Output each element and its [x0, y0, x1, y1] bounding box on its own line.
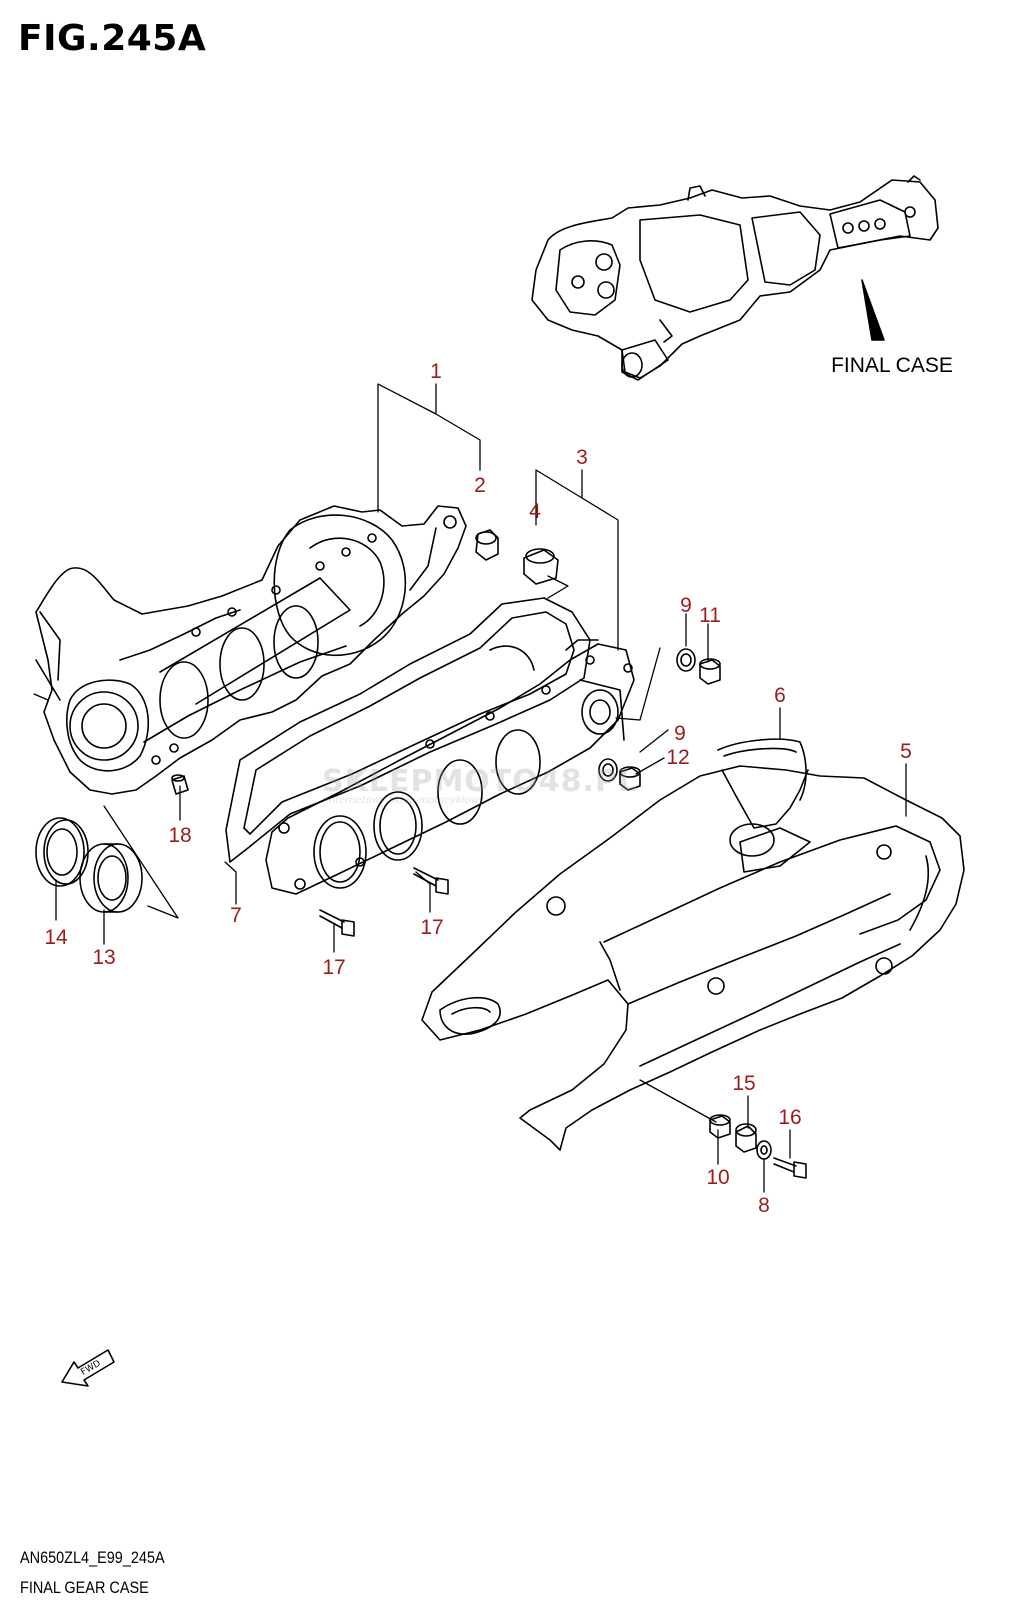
leader-lines	[33, 383, 907, 1193]
callout-11: 11	[699, 604, 721, 627]
part-6-seal	[717, 738, 807, 801]
part-16-bolt	[773, 1157, 807, 1179]
callout-13: 13	[92, 946, 115, 969]
part-8-washer	[756, 1140, 772, 1160]
final-case-assembly	[531, 175, 939, 381]
callout-17-right: 17	[420, 916, 443, 939]
callout-15: 15	[732, 1072, 755, 1095]
part-12-plug	[619, 766, 641, 791]
final-case-label: FINAL CASE	[831, 354, 953, 377]
figure-name: FINAL GEAR CASE	[20, 1578, 149, 1597]
part-17-bolt-b	[319, 909, 355, 937]
part-4-bushing	[523, 548, 559, 585]
watermark-main: SKLEPMOTO48.PL	[322, 764, 639, 799]
callout-18: 18	[168, 824, 191, 847]
callout-17-left: 17	[322, 956, 345, 979]
part-2-bushing	[475, 529, 499, 561]
figure-title: FIG.245A	[18, 18, 207, 59]
part-5-drive-cover	[421, 765, 965, 1151]
callout-16: 16	[778, 1106, 801, 1129]
watermark-sub: internetowy sklep motocyklowy	[326, 795, 485, 806]
fwd-arrow-icon	[61, 1349, 115, 1387]
part-10-collar	[709, 1114, 731, 1139]
callout-4: 4	[529, 500, 541, 523]
callout-14: 14	[44, 926, 68, 949]
reference-arrow	[861, 279, 885, 341]
part-9-washer-upper	[676, 648, 696, 672]
callout-8: 8	[758, 1194, 770, 1217]
callout-10: 10	[706, 1166, 729, 1189]
callout-5: 5	[900, 740, 912, 763]
part-11-cap	[699, 658, 721, 685]
watermark: SKLEPMOTO48.PL internetowy sklep motocyk…	[322, 764, 638, 806]
callout-9-upper: 9	[680, 594, 692, 617]
part-14-oil-seal	[35, 817, 89, 887]
final-gear-case	[35, 505, 467, 795]
callout-9-lower: 9	[674, 722, 686, 745]
part-13-bearing	[79, 843, 143, 913]
callout-12: 12	[666, 746, 689, 769]
callout-2: 2	[474, 474, 486, 497]
callout-3: 3	[576, 446, 588, 469]
part-17-bolt-a	[413, 867, 449, 895]
callout-numbers: 1 2 3 4 5 6 7 8 9 9 10 11 12 13 14 15 16…	[44, 360, 912, 1217]
callout-7: 7	[230, 904, 242, 927]
part-9-washer-lower	[598, 758, 618, 782]
part-3-cover	[265, 639, 635, 895]
part-15-bushing	[735, 1123, 757, 1153]
part-18-dowel	[171, 774, 189, 795]
part-7-gasket	[225, 597, 591, 863]
figure-code: AN650ZL4_E99_245A	[20, 1548, 165, 1567]
callout-6: 6	[774, 684, 786, 707]
callout-1: 1	[430, 360, 442, 383]
